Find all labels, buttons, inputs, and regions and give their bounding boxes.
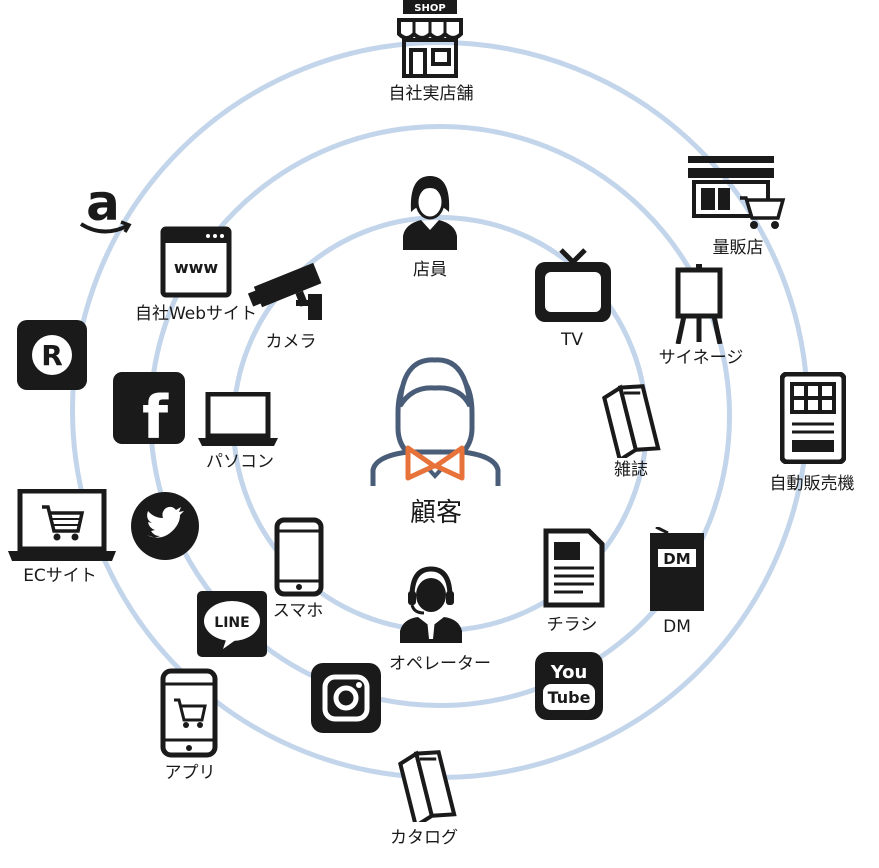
camera-label: カメラ (265, 332, 317, 352)
svg-text:f: f (142, 383, 169, 444)
flyer-label: チラシ (546, 615, 598, 635)
tv-icon (533, 248, 613, 324)
svg-text:LINE: LINE (214, 615, 249, 631)
svg-text:DM: DM (663, 550, 690, 568)
twitter-icon (130, 491, 200, 561)
instagram-icon (311, 663, 381, 733)
tv-label: TV (560, 330, 584, 350)
www-icon: www (160, 226, 232, 298)
magazine-label: 雑誌 (614, 460, 648, 480)
vending-machine-icon (780, 372, 846, 464)
svg-text:SHOP: SHOP (414, 3, 445, 14)
magazine-icon (600, 378, 662, 458)
dm-icon: DM (648, 527, 708, 613)
amazon-icon: a (75, 180, 135, 240)
svg-text:You: You (550, 662, 588, 683)
signage-icon (674, 264, 724, 344)
staff-icon (401, 172, 459, 252)
smartphone-icon (274, 517, 324, 597)
flyer-icon (543, 528, 605, 608)
laptop-icon (198, 392, 278, 448)
operator-label: オペレーター (389, 654, 491, 674)
ec-site-label: ECサイト (23, 566, 97, 586)
app-label: アプリ (164, 763, 216, 783)
vending-machine-label: 自動販売機 (769, 474, 855, 494)
shop-icon: SHOP (395, 0, 465, 80)
pc-label: パソコン (206, 452, 274, 472)
catalog-icon (396, 746, 458, 822)
rakuten-icon: R (17, 320, 87, 390)
operator-icon (398, 565, 464, 645)
svg-text:www: www (174, 258, 219, 277)
app-icon (160, 668, 218, 758)
mass-retailer-label: 量販店 (712, 238, 764, 258)
svg-text:Tube: Tube (548, 688, 591, 707)
own-website-label: 自社Webサイト (134, 304, 258, 324)
smartphone-label: スマホ (272, 601, 324, 621)
catalog-label: カタログ (390, 828, 458, 848)
camera-icon (248, 256, 332, 322)
mass-retailer-icon (688, 154, 788, 230)
signage-label: サイネージ (658, 348, 744, 368)
ec-site-icon (8, 489, 116, 563)
svg-text:a: a (86, 180, 120, 232)
facebook-icon: f (113, 372, 185, 444)
youtube-icon: You Tube (535, 652, 603, 720)
staff-label: 店員 (413, 260, 447, 280)
svg-text:R: R (41, 339, 63, 372)
line-icon: LINE (197, 591, 267, 657)
customer-icon (368, 348, 503, 488)
own-store-label: 自社実店舗 (388, 84, 474, 104)
dm-label: DM (663, 617, 691, 637)
customer-label: 顧客 (409, 498, 463, 528)
